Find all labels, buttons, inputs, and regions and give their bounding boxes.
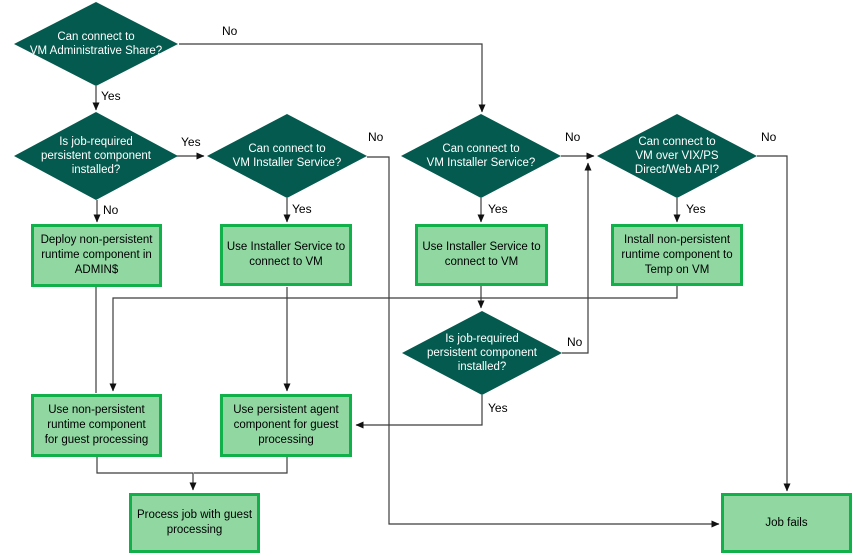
edge-label-yes-d3: Yes <box>292 202 312 216</box>
decision-label: Is job-required persistent component ins… <box>41 136 151 176</box>
process-label: Use persistent agent component for guest… <box>233 404 339 446</box>
connector-d6-no-d5 <box>562 162 592 354</box>
edge-label-no-d6: No <box>567 335 583 349</box>
decision-label: Can connect to VM Installer Service? <box>232 143 342 169</box>
process-use-persistent-agent: Use persistent agent component for guest… <box>220 394 352 457</box>
process-label: Process job with guest processing <box>136 509 253 536</box>
process-use-installer-service-1: Use Installer Service to connect to VM <box>220 224 352 286</box>
process-job-fails: Job fails <box>721 493 852 553</box>
process-label: Use non-persistent runtime component for… <box>44 404 149 446</box>
connector-d6-yes-b6 <box>355 395 483 429</box>
edge-label-yes-d6: Yes <box>488 401 508 415</box>
process-label: Install non-persistent runtime component… <box>621 233 733 276</box>
edge-label-yes-d2: Yes <box>181 135 201 149</box>
connector-b4-b5 <box>109 286 678 392</box>
decision-label: Is job-required persistent component ins… <box>427 333 537 373</box>
process-label: Job fails <box>765 516 808 529</box>
decision-label: Can connect to VM Installer Service? <box>426 143 536 169</box>
connector-d3-no-b8 <box>367 156 720 528</box>
process-install-runtime-temp: Install non-persistent runtime component… <box>611 224 743 286</box>
edge-label-yes-d5: Yes <box>686 202 706 216</box>
connector-d5-no-b8 <box>757 155 791 492</box>
process-label: Use Installer Service to connect to VM <box>422 241 541 268</box>
edge-label-no-d5: No <box>761 130 777 144</box>
connector-b5-b7 <box>96 457 197 491</box>
connector-b6-b7 <box>194 457 288 474</box>
decision-label: Can connect to VM over VIX/PS Direct/Web… <box>634 136 720 176</box>
edge-label-no-d1: No <box>222 24 238 38</box>
process-label: Deploy non-persistent runtime component … <box>40 234 153 276</box>
connector-d1-no-d4 <box>179 43 486 113</box>
process-job-with-guest-processing: Process job with guest processing <box>129 493 260 553</box>
edge-label-yes-d1: Yes <box>101 89 121 103</box>
edge-label-no-d2: No <box>103 203 119 217</box>
process-label: Use Installer Service to connect to VM <box>226 241 346 268</box>
edge-label-no-d4: No <box>565 130 581 144</box>
edge-label-no-d3: No <box>368 130 384 144</box>
process-use-installer-service-2: Use Installer Service to connect to VM <box>415 224 548 286</box>
process-deploy-runtime-admin-share: Deploy non-persistent runtime component … <box>31 224 162 287</box>
process-use-nonpersistent-runtime: Use non-persistent runtime component for… <box>31 394 162 457</box>
edge-label-yes-d4: Yes <box>488 202 508 216</box>
decision-label: Can connect to VM Administrative Share? <box>29 31 163 57</box>
